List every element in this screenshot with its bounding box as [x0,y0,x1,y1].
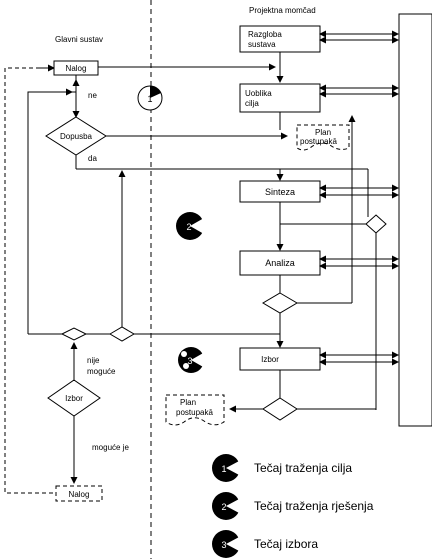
marker-2-icon: 2 [176,212,204,240]
label-moguce-je: moguće je [92,443,129,452]
svg-text:Tečaj traženja rješenja: Tečaj traženja rješenja [254,499,374,513]
nalog-top-label: Nalog [66,64,87,73]
svg-text:Tečaj traženja cilja: Tečaj traženja cilja [254,461,352,475]
plan-top-line2: postupakā [300,137,337,146]
plan-top-line1: Plan [315,128,331,137]
razgloba-box [239,25,321,53]
label-nije: nije [87,356,100,365]
izbor-box [239,347,321,371]
analiza-label: Analiza [265,258,295,268]
nalog-bottom-label: Nalog [69,490,90,499]
left-header: Glavni sustav [55,35,103,44]
right-decision-diamond [365,214,387,234]
dopustba-label: Dopusba [60,132,93,141]
svg-text:1: 1 [221,464,226,474]
legend-izbora: 3 Tečaj izbora [212,530,318,558]
izbor-decision-diamond [262,397,298,421]
plan-bottom-line1: Plan [180,398,196,407]
plan-bottom-line2: postupakā [176,408,213,417]
label-moguce: moguće [87,367,116,376]
label-ne: ne [88,91,97,100]
plan-top-box [296,124,350,151]
razgloba-line2: sustava [248,40,276,49]
label-da: da [88,154,97,163]
plan-bottom-box [165,394,225,426]
izbor-left-label: Izbor [65,394,83,403]
right-header: Projektna momčad [249,6,316,15]
sinteza-label: Sinteza [265,187,295,197]
uobliko-box [239,83,321,113]
svg-text:2: 2 [186,222,191,232]
izbor-label: Izbor [261,355,279,364]
analiza-box [239,250,321,276]
right-bar [398,13,432,427]
legend-rjesenja: 2 Tečaj traženja rješenja [212,492,374,520]
analiza-decision-diamond [262,292,298,314]
svg-text:1: 1 [147,94,152,104]
marker-1-icon: 1 [137,85,163,111]
svg-text:Tečaj izbora: Tečaj izbora [254,537,318,551]
left-join-diamond-2 [109,326,135,342]
left-join-diamond-1 [60,327,88,341]
svg-text:3: 3 [221,540,226,550]
marker-3-icon: 3 [178,347,205,373]
uobliko-line1: Uoblika [245,89,272,98]
svg-text:2: 2 [221,502,226,512]
razgloba-line1: Razgloba [248,30,282,39]
nalog-bottom-box [55,485,103,502]
uobliko-line2: cilja [245,99,259,108]
legend-cilja: 1 Tečaj traženja cilja [212,454,352,482]
dashed-loop [4,67,56,494]
svg-text:3: 3 [187,356,192,366]
